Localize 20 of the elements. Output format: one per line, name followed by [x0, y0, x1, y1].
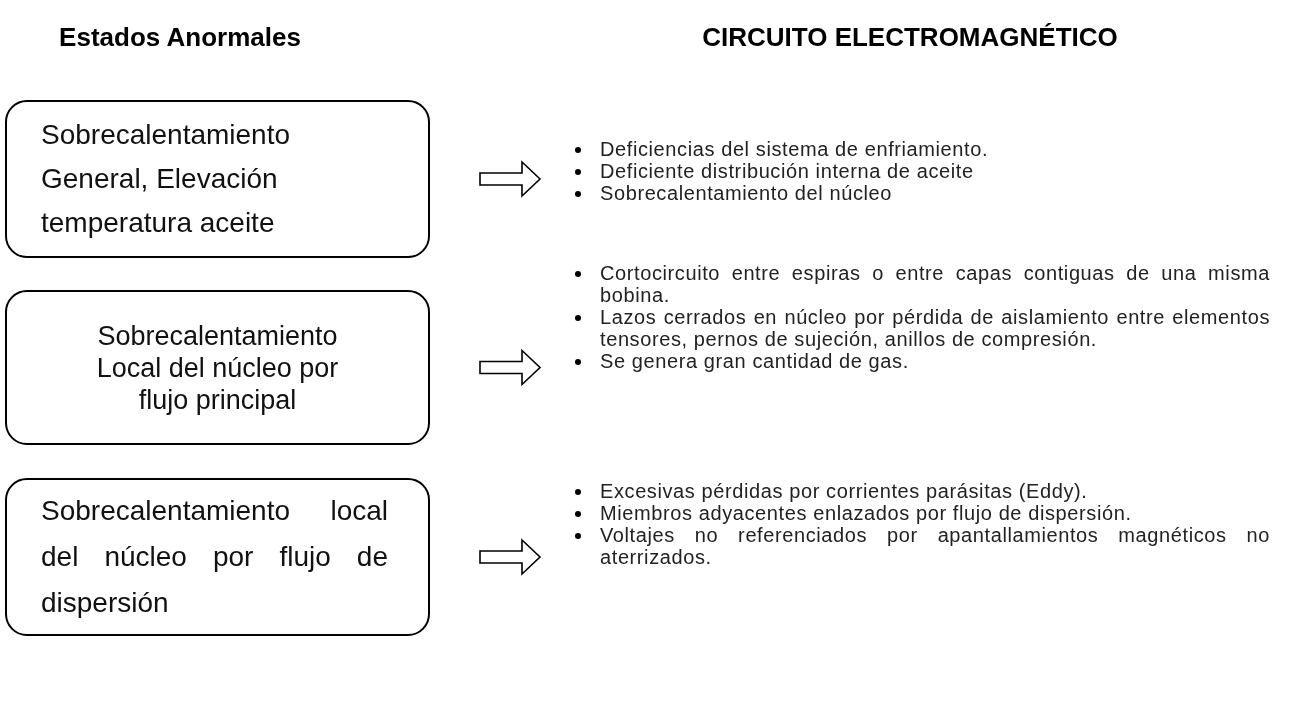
- bullet-text: Sobrecalentamiento del núcleo: [600, 182, 893, 204]
- bullet-text: Lazos cerrados en núcleo por pérdida de aislamiento entre elementos tensores, pernos de sujeción, anillos de compresión.: [600, 306, 1270, 350]
- bullet-text: Excesivas pérdidas por corrientes parásitas (Eddy).: [600, 480, 1088, 502]
- bullet-text: Voltajes no referenciados por apantallamientos magnéticos no aterrizados.: [600, 524, 1270, 568]
- bullet-text: Deficiente distribución interna de aceite: [600, 160, 974, 182]
- bullet-text: Miembros adyacentes enlazados por flujo de dispersión.: [600, 502, 1132, 524]
- block-arrow: [479, 160, 542, 198]
- column-heading: Estados Anormales: [58, 21, 302, 54]
- bullet-text: Se genera gran cantidad de gas.: [600, 350, 909, 372]
- block-arrow: [479, 348, 542, 387]
- box-text: Sobrecalentamiento Local del núcleo por flujo principal: [95, 319, 340, 416]
- rounded-box: [5, 478, 430, 636]
- rounded-box: [5, 100, 430, 258]
- box-text: Sobrecalentamiento local del núcleo por flujo de dispersión: [40, 494, 389, 620]
- block-arrow: [479, 538, 542, 576]
- column-heading: CIRCUITO ELECTROMAGNÉTICO: [701, 21, 1119, 54]
- rounded-box: [5, 290, 430, 445]
- bullet-text: Deficiencias del sistema de enfriamiento.: [600, 138, 989, 160]
- bullet-text: Cortocircuito entre espiras o entre capas contiguas de una misma bobina.: [600, 262, 1270, 306]
- box-text: Sobrecalentamiento General, Elevación temperatura aceite: [40, 118, 292, 240]
